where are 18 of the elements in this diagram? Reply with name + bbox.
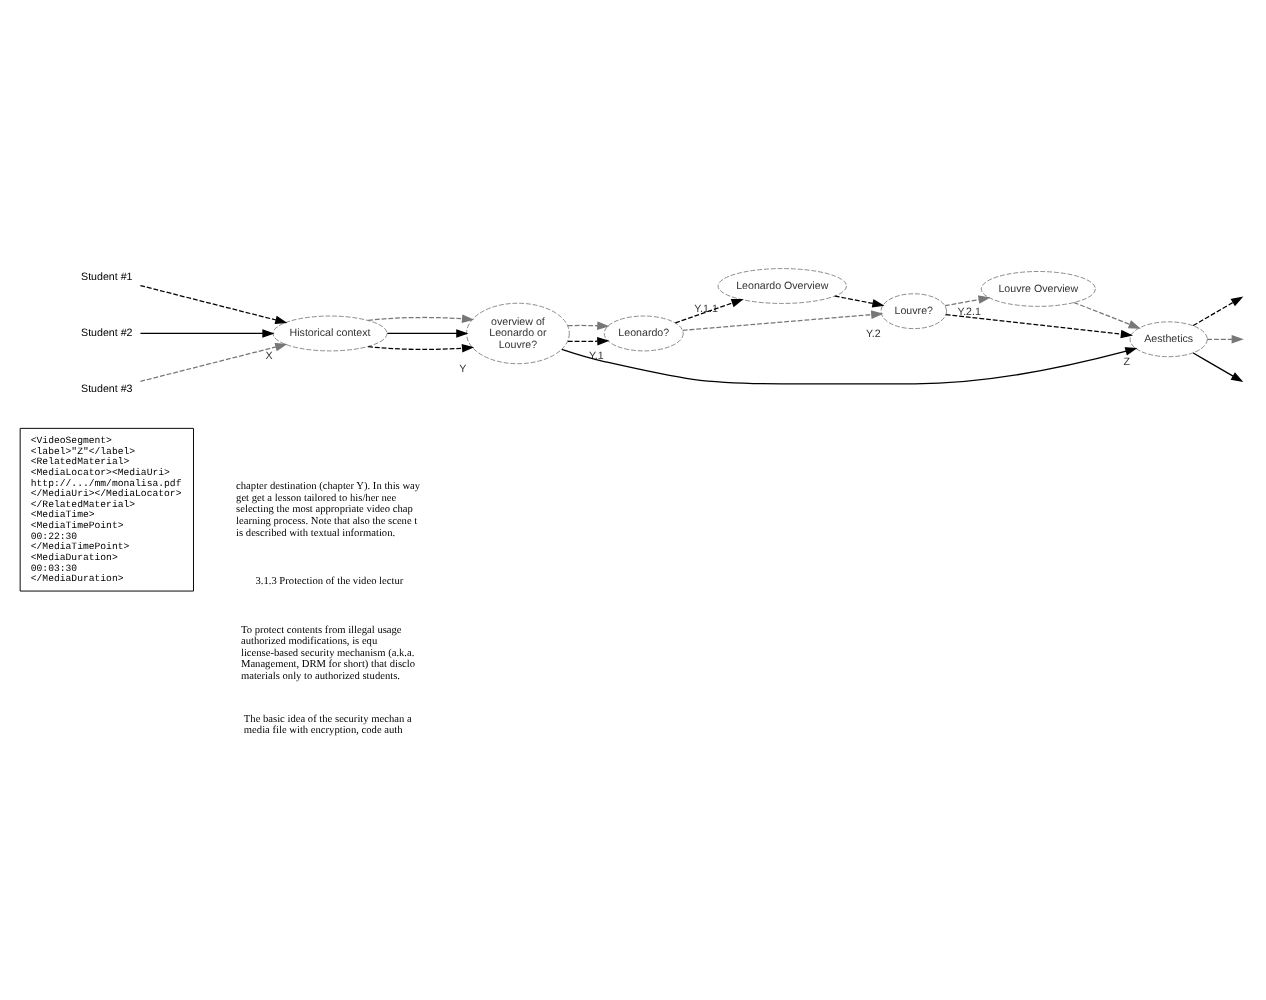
arrow [682,309,884,330]
arrow [945,313,1133,338]
arrow [1192,351,1244,382]
arrow [139,283,288,324]
arrow [561,346,1138,384]
arrow [1073,300,1141,328]
arrow [944,294,991,306]
arrow [386,328,469,337]
arrow [367,342,475,352]
arrow [674,298,744,323]
arrow [1206,334,1244,343]
arrow [1192,295,1244,326]
arrow [567,320,610,329]
arrow [367,313,475,322]
arrow [567,335,610,345]
arrow [834,294,885,307]
arrow [139,341,288,381]
arrow [139,328,275,337]
